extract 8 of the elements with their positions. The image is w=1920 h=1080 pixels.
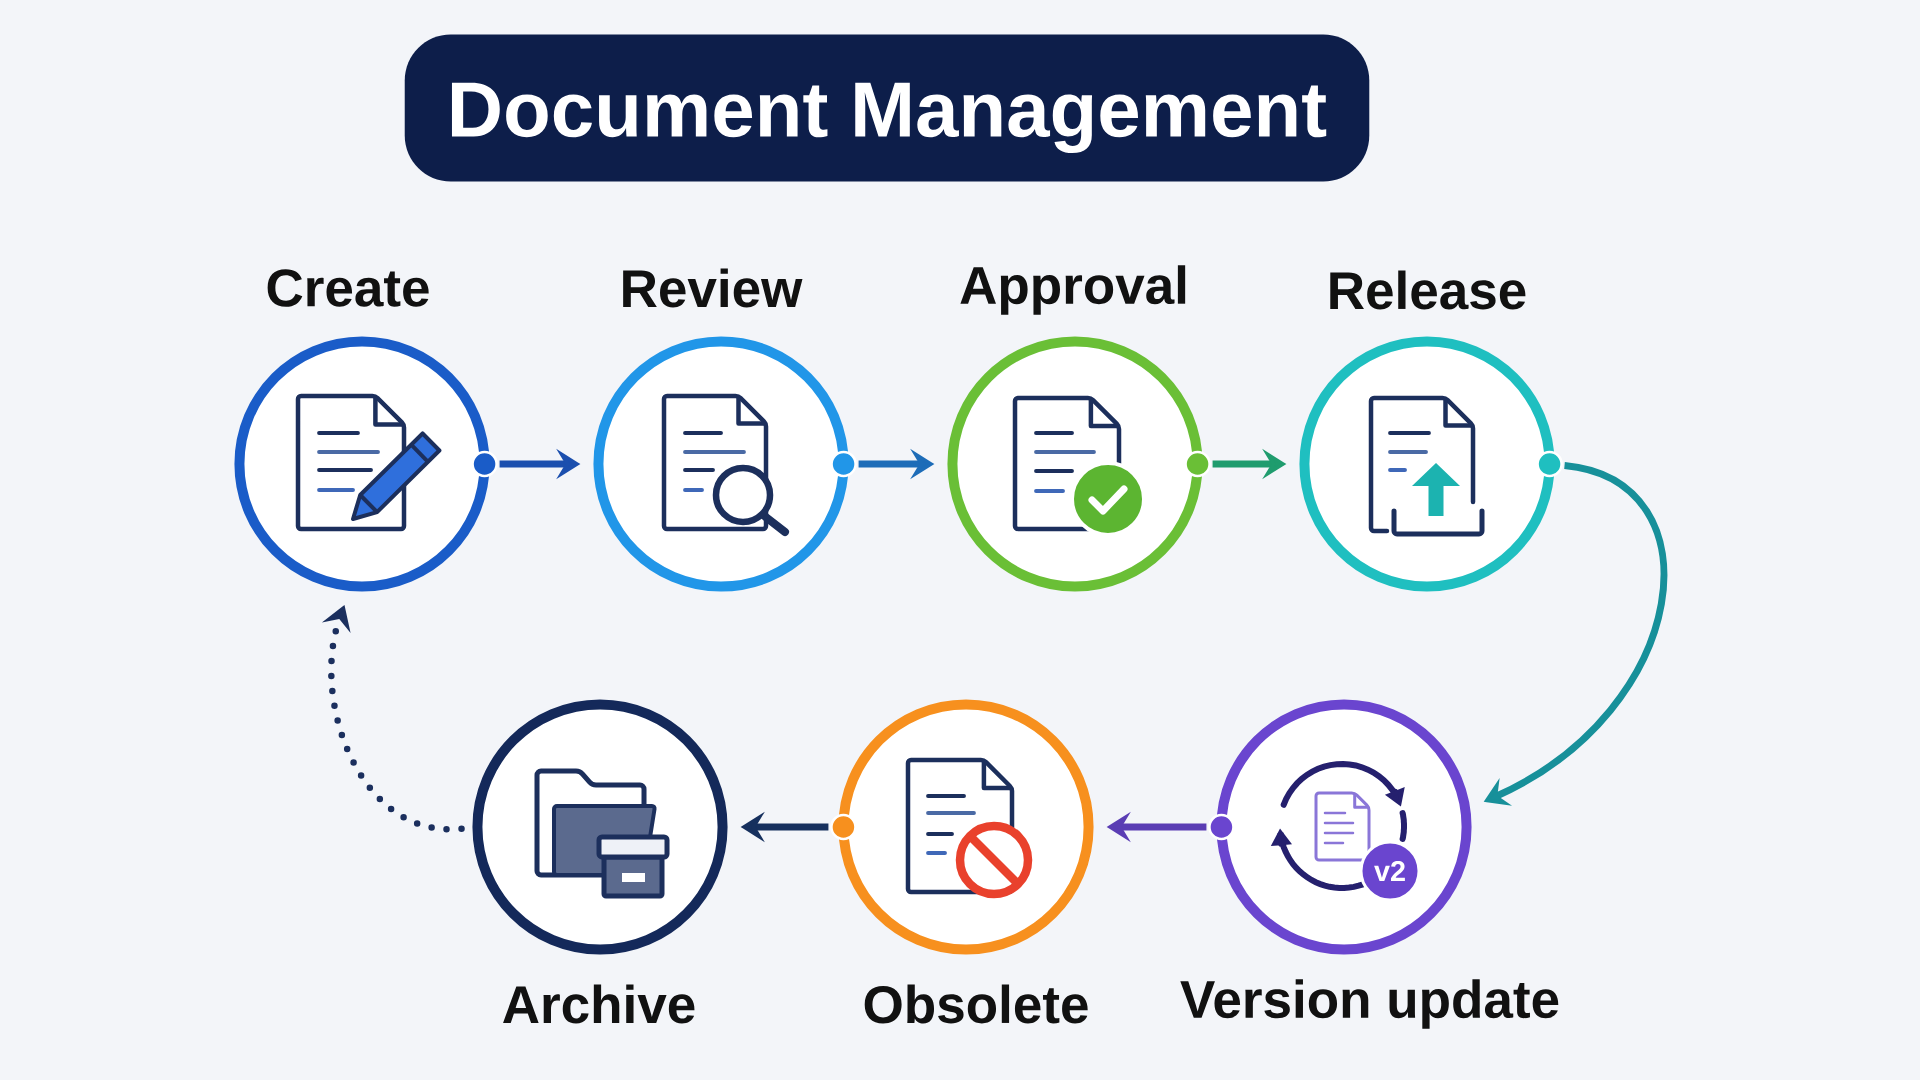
step-label: Version update bbox=[1180, 979, 1559, 1029]
step-label: Approval bbox=[960, 265, 1186, 315]
step-label: Release bbox=[1330, 270, 1526, 310]
step-label: Obsolete bbox=[864, 984, 1088, 1024]
step-label: Review bbox=[623, 268, 803, 308]
step-label: Archive bbox=[503, 984, 695, 1024]
title-banner: Document Management bbox=[404, 34, 1370, 182]
step-label: Create bbox=[267, 269, 429, 307]
